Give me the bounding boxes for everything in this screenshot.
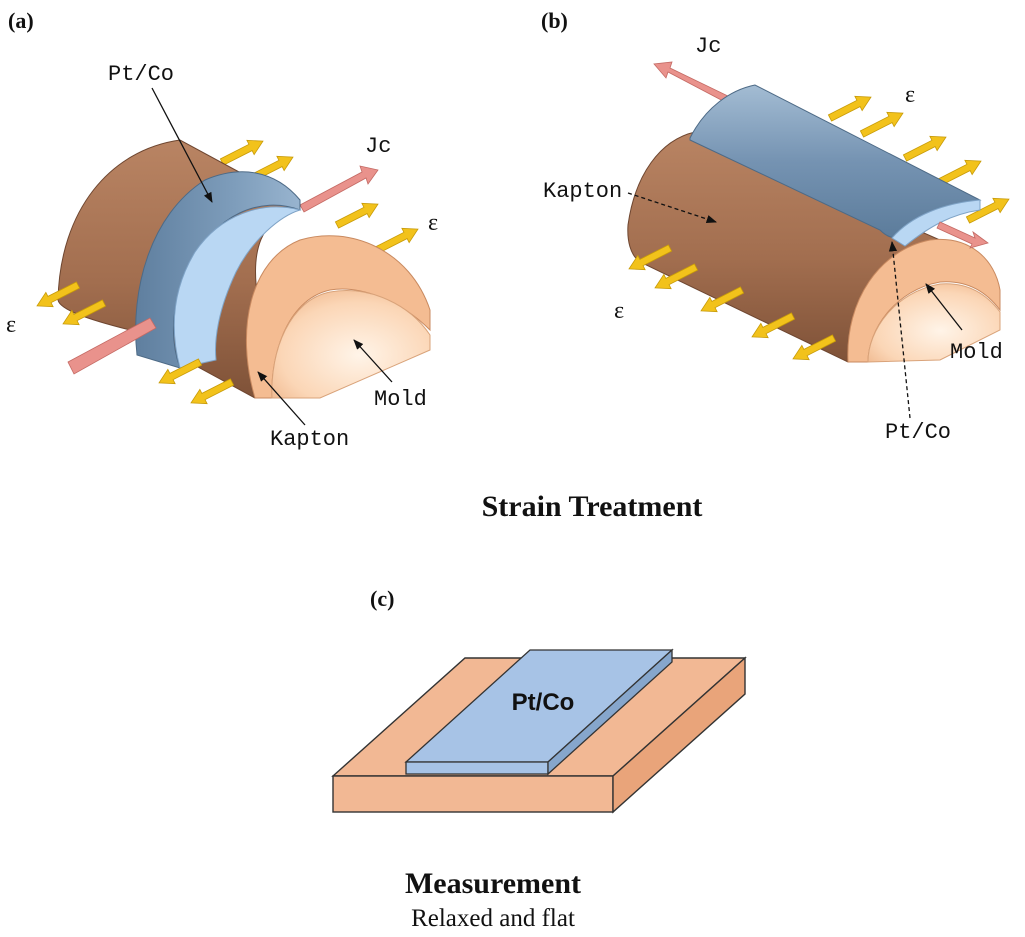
flat-film-side — [547, 648, 673, 776]
panel-b-current-label: Jc — [695, 34, 721, 59]
panel-b-film-label: Pt/Co — [885, 420, 951, 445]
strain-arrow — [857, 105, 908, 142]
pointer-arrow — [353, 339, 393, 383]
pointer-arrow — [151, 87, 213, 203]
strain-treatment-caption: Strain Treatment — [482, 490, 703, 523]
panel-a-strain-left: ε — [6, 312, 16, 338]
panel-a-kapton-label: Kapton — [270, 427, 349, 452]
strain-arrow — [825, 89, 876, 126]
current-arrow-front — [67, 317, 157, 375]
flat-film-front — [405, 761, 549, 775]
current-arrow — [299, 165, 379, 213]
panel-a-film-label: Pt/Co — [108, 62, 174, 87]
current-arrow-front — [936, 221, 989, 249]
pointer-arrow — [925, 283, 963, 331]
panel-c-film-label: Pt/Co — [512, 689, 575, 716]
mold — [867, 283, 1001, 363]
pointer-arrow — [257, 371, 306, 426]
pointer-arrow — [627, 192, 717, 224]
panel-b: (b) Jc ε Kapton ε Mold Pt/Co — [541, 8, 1014, 445]
measurement-caption: Measurement — [405, 867, 581, 900]
mold — [271, 290, 431, 399]
panel-b-strain-left: ε — [614, 298, 624, 324]
pt-co-film-edge — [891, 199, 981, 247]
measurement-subcaption: Relaxed and flat — [411, 905, 575, 932]
panel-a: (a) Pt/Co Jc ε ε Mold Kapton — [6, 8, 438, 452]
panel-b-strain-top: ε — [905, 82, 915, 108]
strain-arrow — [900, 129, 951, 166]
panel-b-label: (b) — [541, 8, 568, 33]
flat-substrate-side — [612, 656, 746, 814]
panel-a-label: (a) — [8, 8, 34, 33]
strain-arrow — [186, 374, 237, 411]
pointer-arrow — [888, 240, 911, 419]
current-arrow — [653, 61, 729, 103]
pt-co-film-edge — [173, 206, 302, 369]
panel-b-mold-label: Mold — [950, 340, 1003, 365]
flat-substrate-front — [332, 775, 614, 813]
panel-a-current-label: Jc — [365, 134, 391, 159]
strain-arrow — [217, 133, 268, 170]
panel-b-kapton-label: Kapton — [543, 179, 622, 204]
panel-c: (c) Pt/Co — [331, 586, 747, 814]
kapton-front-cap — [847, 238, 1001, 363]
strain-arrow — [332, 196, 383, 233]
panel-a-mold-label: Mold — [374, 387, 427, 412]
panel-a-strain-right: ε — [428, 210, 438, 236]
panel-c-label: (c) — [370, 586, 394, 611]
